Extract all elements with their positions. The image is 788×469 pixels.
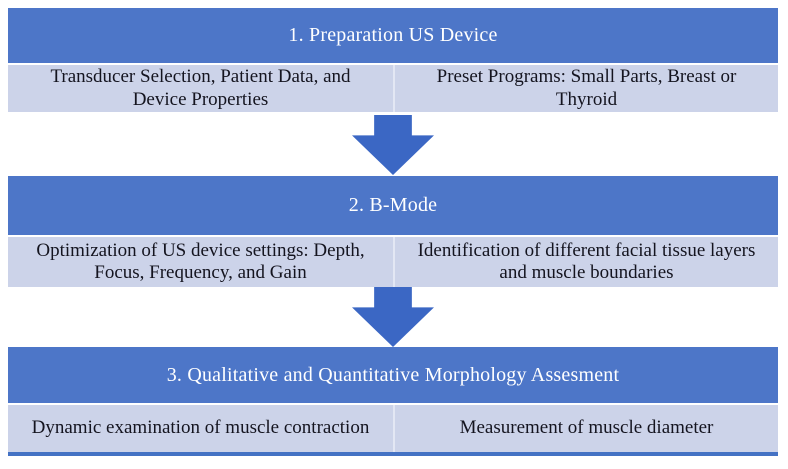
step-1-cell-left: Transducer Selection, Patient Data, and … [50,66,351,110]
step-1-header: 1. Preparation US Device [8,8,778,63]
step-3-cell-right: Measurement of muscle diameter [393,405,778,452]
connector-band-1 [8,112,778,176]
step-2-cell-left: Optimization of US device settings: Dept… [36,239,365,283]
step-3-row: Dynamic examination of muscle contractio… [8,405,778,452]
down-block-arrow-icon [352,287,434,347]
flowchart-table: 1. Preparation US Device Transducer Sele… [8,8,778,456]
step-3-header: 3. Qualitative and Quantitative Morpholo… [8,347,778,403]
step-1-row: Transducer Selection, Patient Data, and … [8,65,778,112]
connector-band-2 [8,287,778,347]
step-1-cell-right: Preset Programs: Small Parts, Breast or … [393,65,778,112]
step-2-header: 2. B-Mode [8,176,778,235]
step-3-cell-left: Dynamic examination of muscle contractio… [31,417,370,439]
step-3-title: 3. Qualitative and Quantitative Morpholo… [166,363,620,386]
step-1-title: 1. Preparation US Device [288,24,498,46]
table-bottom-border-line [8,452,778,456]
down-block-arrow-icon [352,115,434,175]
step-2-row: Optimization of US device settings: Dept… [8,237,778,287]
step-2-title: 2. B-Mode [348,194,438,216]
step-2-cell-right: Identification of different facial tissu… [393,237,778,287]
